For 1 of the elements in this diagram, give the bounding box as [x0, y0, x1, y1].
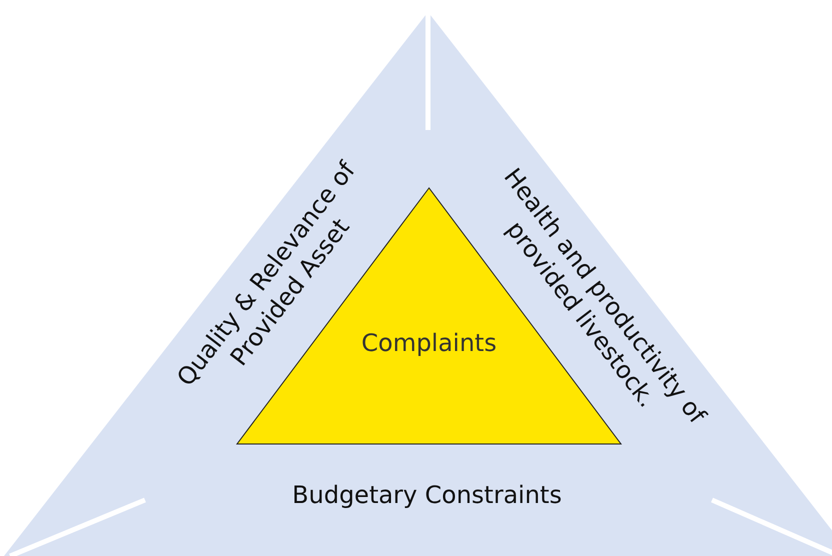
side-label: Budgetary Constraints [291, 480, 563, 510]
